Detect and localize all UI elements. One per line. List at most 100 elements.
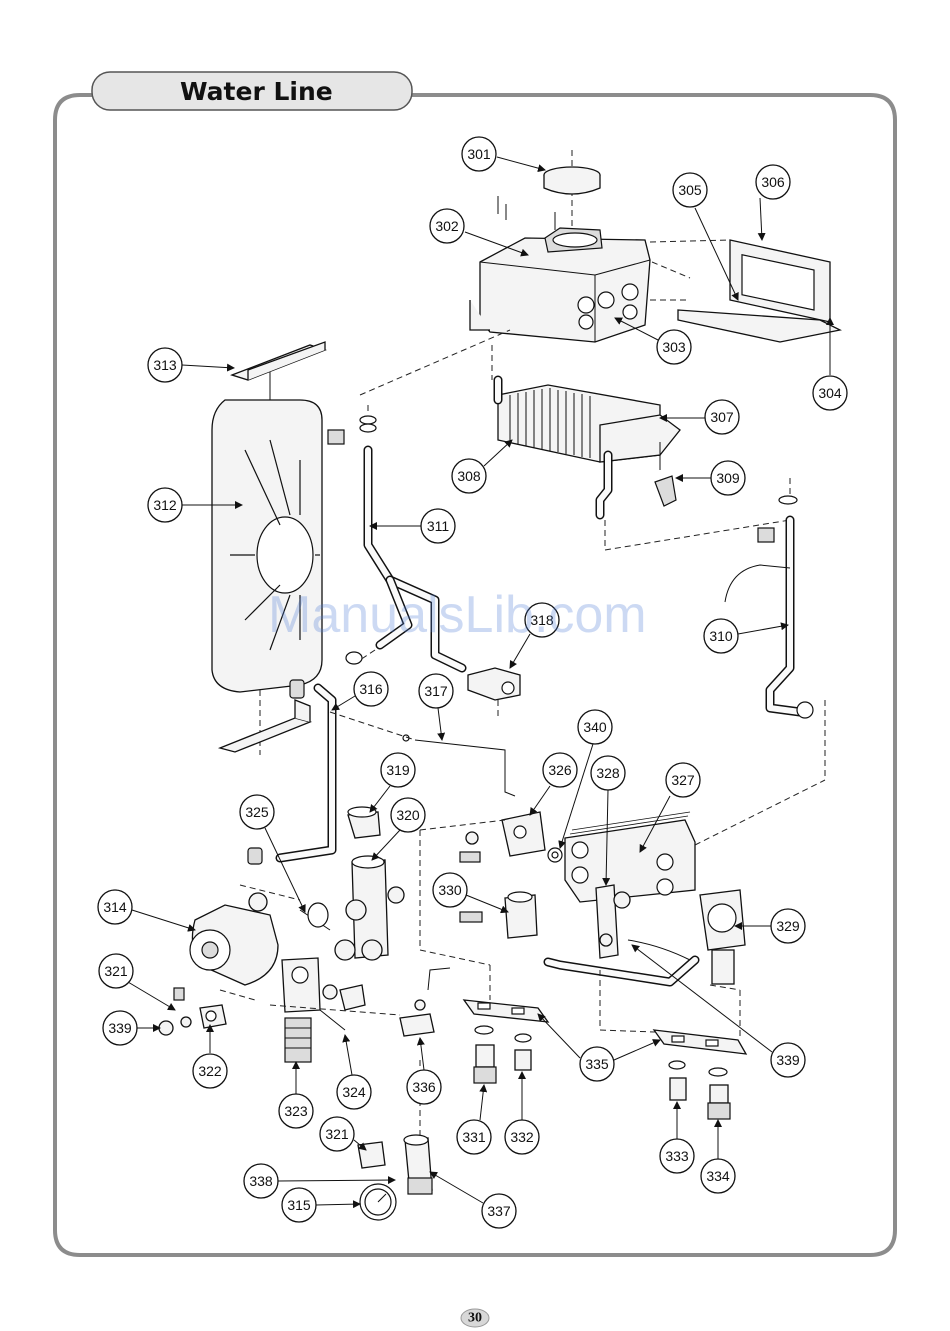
valve-part-329 [700,890,745,984]
svg-text:338: 338 [249,1173,273,1189]
fitting-part-333 [669,1061,686,1100]
svg-text:313: 313 [153,357,177,373]
fitting-part-331 [474,1026,496,1083]
tee-part-337 [404,1135,432,1194]
svg-text:309: 309 [716,470,740,486]
svg-text:305: 305 [678,182,702,198]
svg-text:317: 317 [424,683,448,699]
svg-text:332: 332 [510,1129,534,1145]
svg-text:308: 308 [457,468,481,484]
callout-309: 309 [676,461,745,495]
callout-313: 313 [148,348,234,382]
svg-text:307: 307 [710,409,734,425]
svg-text:316: 316 [359,681,383,697]
callout-308: 308 [452,440,512,493]
svg-text:330: 330 [438,882,462,898]
expansion-vessel-part-312 [212,365,322,755]
fitting-part-334 [708,1068,730,1119]
bracket-part-305-306 [650,240,840,342]
svg-text:322: 322 [198,1063,222,1079]
callout-306: 306 [756,165,790,240]
svg-text:333: 333 [665,1148,689,1164]
page-number: 30 [468,1311,482,1326]
plate-part-335a [464,1000,548,1022]
plate-exchanger-part-327 [565,812,695,902]
svg-text:321: 321 [104,963,128,979]
svg-text:339: 339 [776,1052,800,1068]
svg-text:306: 306 [761,174,785,190]
fitting-part-330 [460,892,537,938]
fitting-part-322 [159,988,226,1035]
fitting-part-336 [400,968,450,1036]
callout-331: 331 [457,1085,491,1154]
callout-315: 315 [282,1188,360,1222]
svg-text:321: 321 [325,1126,349,1142]
svg-text:340: 340 [583,719,607,735]
body-part-320 [335,856,404,1010]
hood-part-302 [470,196,650,342]
svg-text:302: 302 [435,218,459,234]
callout-311: 311 [370,509,455,543]
svg-text:311: 311 [427,518,450,534]
callout-322: 322 [193,1025,227,1088]
svg-text:339: 339 [108,1020,132,1036]
valve-part-326 [460,812,545,862]
washer-part-340 [548,848,562,862]
svg-text:337: 337 [487,1203,511,1219]
valve-part-318 [468,668,520,720]
rod-part-317 [330,712,515,796]
svg-text:303: 303 [662,339,686,355]
svg-text:315: 315 [287,1197,311,1213]
callout-301: 301 [462,137,545,171]
gauge-part-315 [360,1184,396,1220]
callout-321a: 321 [99,954,175,1010]
pipe-part-316 [248,680,332,864]
svg-text:327: 327 [671,772,695,788]
callout-314: 314 [98,890,195,930]
svg-text:312: 312 [153,497,177,513]
svg-text:326: 326 [548,762,572,778]
svg-text:329: 329 [776,918,800,934]
svg-text:314: 314 [103,899,127,915]
pipe-part-310 [725,478,825,780]
callout-316: 316 [332,672,388,710]
svg-text:331: 331 [462,1129,486,1145]
filter-part-323 [285,1018,311,1062]
svg-text:320: 320 [396,807,420,823]
manifold-part-328 [596,885,630,958]
svg-text:335: 335 [585,1056,609,1072]
page-title: Water Line [180,77,333,106]
heat-exchanger-part-307 [492,345,790,550]
callout-324: 324 [337,1035,371,1109]
svg-text:304: 304 [818,385,842,401]
watermark-text: ManualsLib.com [268,586,647,644]
bracket-lower [220,700,310,752]
svg-text:310: 310 [709,628,733,644]
svg-text:328: 328 [596,765,620,781]
callout-329: 329 [735,909,805,943]
svg-text:334: 334 [706,1168,730,1184]
fitting-part-321b [358,1142,385,1168]
callout-310: 310 [704,619,788,653]
callout-305: 305 [673,173,738,300]
svg-text:336: 336 [412,1079,436,1095]
svg-text:319: 319 [386,762,410,778]
bracket-part-313 [232,342,325,380]
svg-text:324: 324 [342,1084,366,1100]
callout-334: 334 [701,1120,735,1193]
svg-text:301: 301 [467,146,491,162]
callout-330: 330 [433,873,508,912]
callout-323: 323 [279,1062,313,1128]
callout-339a: 339 [103,1011,160,1045]
callout-337: 337 [430,1172,516,1228]
svg-text:325: 325 [245,804,269,820]
callout-332: 332 [505,1072,539,1154]
callout-317: 317 [419,674,453,740]
svg-text:323: 323 [284,1103,308,1119]
fitting-part-332 [515,1034,531,1070]
callout-326: 326 [530,753,577,815]
callout-335: 335 [538,1014,660,1081]
fitting-part-319 [348,807,380,838]
callout-333: 333 [660,1102,694,1173]
